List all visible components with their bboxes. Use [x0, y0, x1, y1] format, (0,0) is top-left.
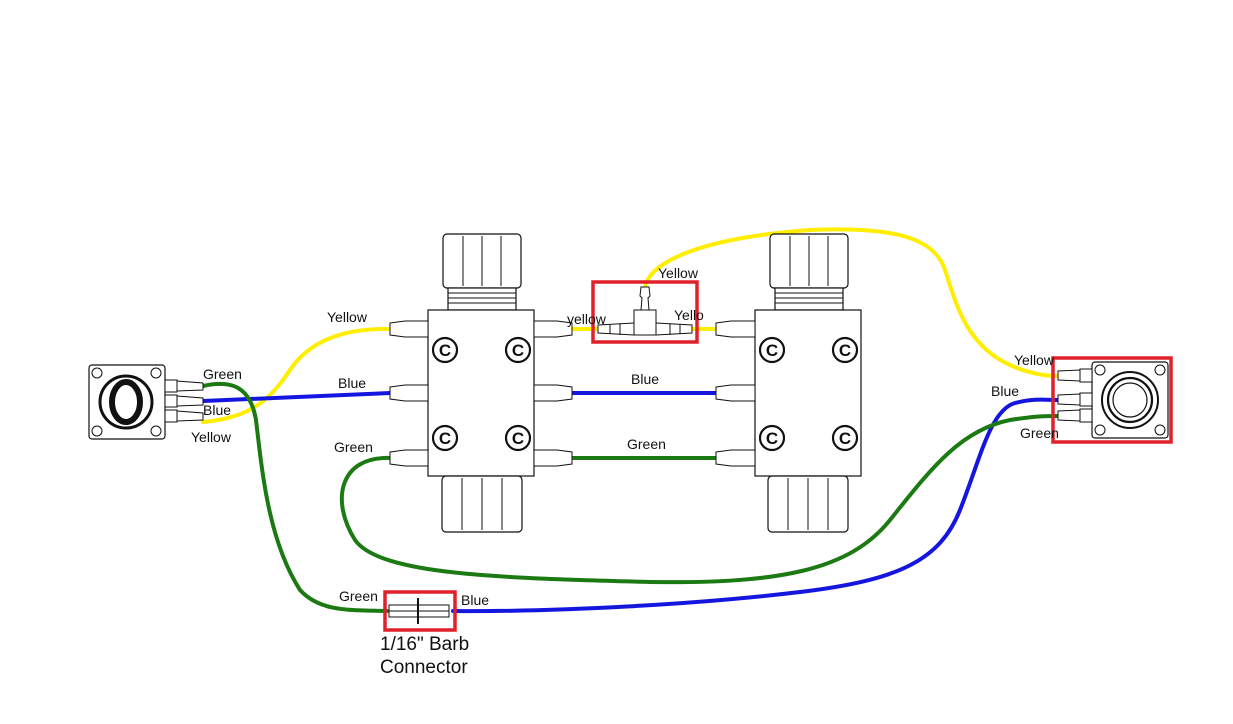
label-block-blue: Blue — [338, 375, 366, 391]
label-right-blue: Blue — [991, 383, 1019, 399]
yellow-tube-loop — [643, 227, 1060, 378]
c-logo-icon: C — [431, 336, 459, 364]
blue-tube-barb-to-right — [451, 397, 1060, 614]
tee-highlight-box — [591, 280, 699, 344]
barb-caption-line1: 1/16" Barb — [380, 634, 469, 655]
label-barb-blue: Blue — [461, 592, 489, 608]
manifold-block-right: C C C C — [715, 233, 862, 533]
c-logo-icon: C — [831, 336, 859, 364]
label-tee-yellow-left: yellow — [567, 311, 607, 327]
svg-text:C: C — [512, 429, 524, 448]
blue-tube-left — [201, 391, 392, 403]
label-tee-yellow-top: Yellow — [658, 265, 699, 281]
svg-text:C: C — [512, 341, 524, 360]
c-logo-icon: C — [504, 424, 532, 452]
svg-text:C: C — [839, 341, 851, 360]
label-right-green: Green — [1020, 425, 1059, 441]
left-sensor-port-stack — [164, 379, 204, 423]
label-left-green: Green — [203, 366, 242, 382]
tee-connector — [597, 286, 693, 336]
svg-text:C: C — [839, 429, 851, 448]
manifold-block-left: C C C C — [389, 233, 573, 533]
barb-connector — [388, 598, 450, 624]
right-sensor-port-stack — [1057, 368, 1093, 423]
label-right-yellow: Yellow — [1014, 352, 1055, 368]
yellow-tube-left — [201, 326, 392, 424]
c-logo-icon: C — [831, 424, 859, 452]
right-sensor-highlight-box — [1051, 356, 1173, 444]
svg-text:C: C — [439, 429, 451, 448]
label-block-yellow: Yellow — [327, 309, 368, 325]
label-left-blue: Blue — [203, 402, 231, 418]
c-logo-icon: C — [758, 424, 786, 452]
svg-text:C: C — [766, 429, 778, 448]
c-logo-icon: C — [758, 336, 786, 364]
c-logo-icon: C — [504, 336, 532, 364]
label-middle-blue: Blue — [631, 371, 659, 387]
left-sensor — [88, 364, 204, 440]
svg-text:C: C — [439, 341, 451, 360]
barb-highlight-box — [383, 590, 457, 632]
green-tube-left-to-barb — [201, 381, 389, 613]
green-tube-block-loop — [339, 414, 1060, 585]
label-left-yellow: Yellow — [191, 429, 232, 445]
c-logo-icon: C — [431, 424, 459, 452]
right-sensor — [1057, 361, 1169, 439]
label-barb-green: Green — [339, 588, 378, 604]
label-middle-green: Green — [627, 436, 666, 452]
label-tee-yellow-right: Yello — [674, 307, 704, 323]
barb-caption-line2: Connector — [380, 657, 468, 678]
svg-text:C: C — [766, 341, 778, 360]
label-block-green: Green — [334, 439, 373, 455]
